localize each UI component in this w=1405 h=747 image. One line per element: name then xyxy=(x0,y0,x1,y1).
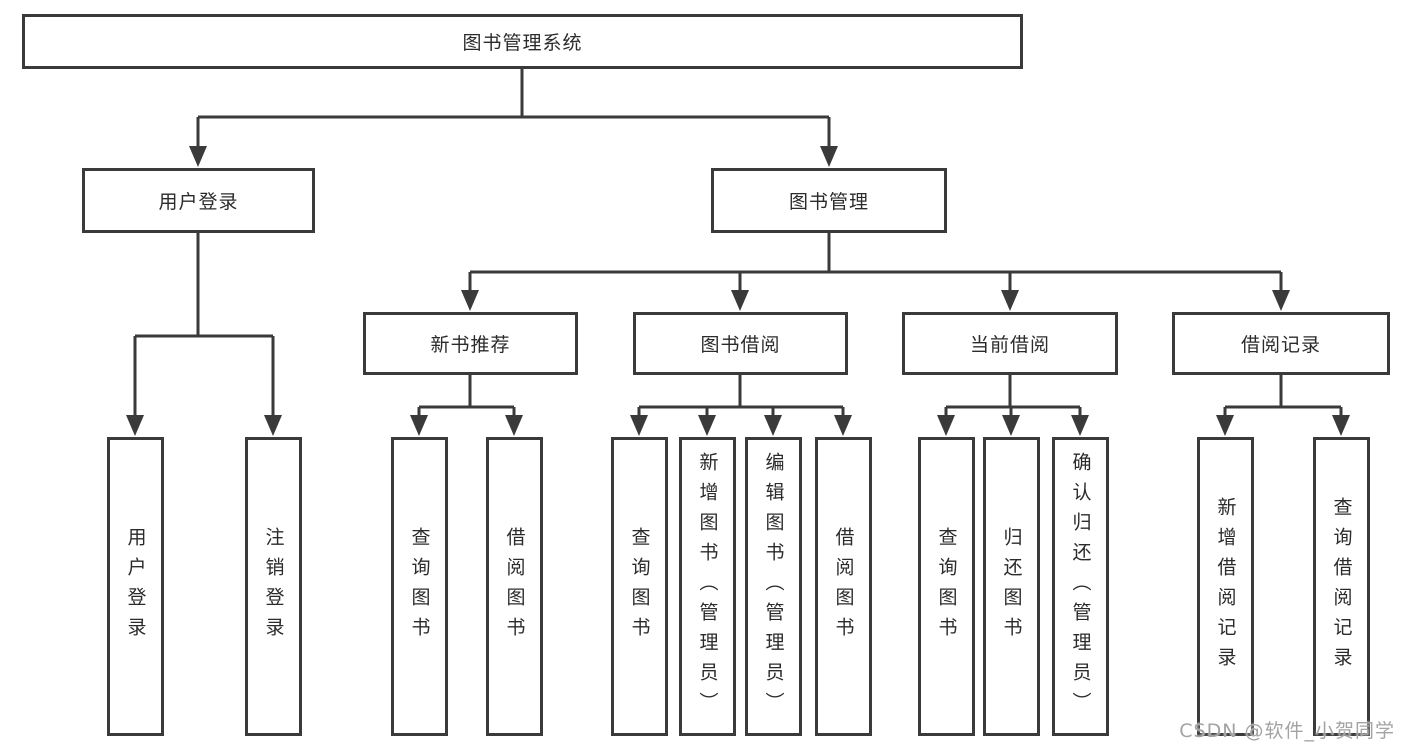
leaf-query-book-recommend-label: 查询图书 xyxy=(408,526,431,647)
leaf-return-book-label: 归还图书 xyxy=(1000,526,1023,647)
leaf-query-borrow-record: 查询借阅记录 xyxy=(1312,437,1370,736)
leaf-logout-label: 注销登录 xyxy=(262,526,285,647)
leaf-add-book-admin: 新增图书（管理员） xyxy=(678,437,736,736)
leaf-add-borrow-record: 新增借阅记录 xyxy=(1196,437,1254,736)
leaf-confirm-return-admin: 确认归还（管理员） xyxy=(1051,437,1109,736)
node-current-borrowing-label: 当前借阅 xyxy=(969,334,1050,356)
node-book-borrowing-label: 图书借阅 xyxy=(700,334,781,356)
leaf-add-book-admin-label: 新增图书（管理员） xyxy=(696,451,719,722)
node-current-borrowing: 当前借阅 xyxy=(902,312,1118,375)
leaf-query-book-borrowing-label: 查询图书 xyxy=(628,526,651,647)
leaf-logout: 注销登录 xyxy=(244,437,302,736)
node-new-book-recommend-label: 新书推荐 xyxy=(430,334,511,356)
leaf-query-book-current-label: 查询图书 xyxy=(935,526,958,647)
node-borrowing-records: 借阅记录 xyxy=(1172,312,1390,375)
leaf-query-book-current: 查询图书 xyxy=(917,437,975,736)
node-book-management: 图书管理 xyxy=(711,168,947,233)
leaf-query-borrow-record-label: 查询借阅记录 xyxy=(1330,496,1353,677)
leaf-user-login-label: 用户登录 xyxy=(124,526,147,647)
node-user-login-label: 用户登录 xyxy=(158,191,239,213)
node-user-login: 用户登录 xyxy=(82,168,315,233)
leaf-borrow-book-label: 借阅图书 xyxy=(832,526,855,647)
leaf-borrow-book-recommend-label: 借阅图书 xyxy=(503,526,526,647)
node-book-management-label: 图书管理 xyxy=(788,191,869,213)
leaf-edit-book-admin: 编辑图书（管理员） xyxy=(744,437,802,736)
leaf-query-book-recommend: 查询图书 xyxy=(390,437,448,736)
csdn-watermark: CSDN @软件_小贺同学 xyxy=(1179,720,1395,742)
leaf-return-book: 归还图书 xyxy=(982,437,1040,736)
leaf-borrow-book-recommend: 借阅图书 xyxy=(485,437,543,736)
leaf-edit-book-admin-label: 编辑图书（管理员） xyxy=(762,451,785,722)
node-root-label: 图书管理系统 xyxy=(462,32,583,54)
leaf-add-borrow-record-label: 新增借阅记录 xyxy=(1214,496,1237,677)
node-new-book-recommend: 新书推荐 xyxy=(363,312,578,375)
node-book-borrowing: 图书借阅 xyxy=(633,312,848,375)
leaf-query-book-borrowing: 查询图书 xyxy=(610,437,668,736)
node-root: 图书管理系统 xyxy=(22,14,1023,69)
leaf-borrow-book: 借阅图书 xyxy=(814,437,872,736)
node-borrowing-records-label: 借阅记录 xyxy=(1240,334,1321,356)
leaf-user-login: 用户登录 xyxy=(106,437,164,736)
leaf-confirm-return-admin-label: 确认归还（管理员） xyxy=(1069,451,1092,722)
